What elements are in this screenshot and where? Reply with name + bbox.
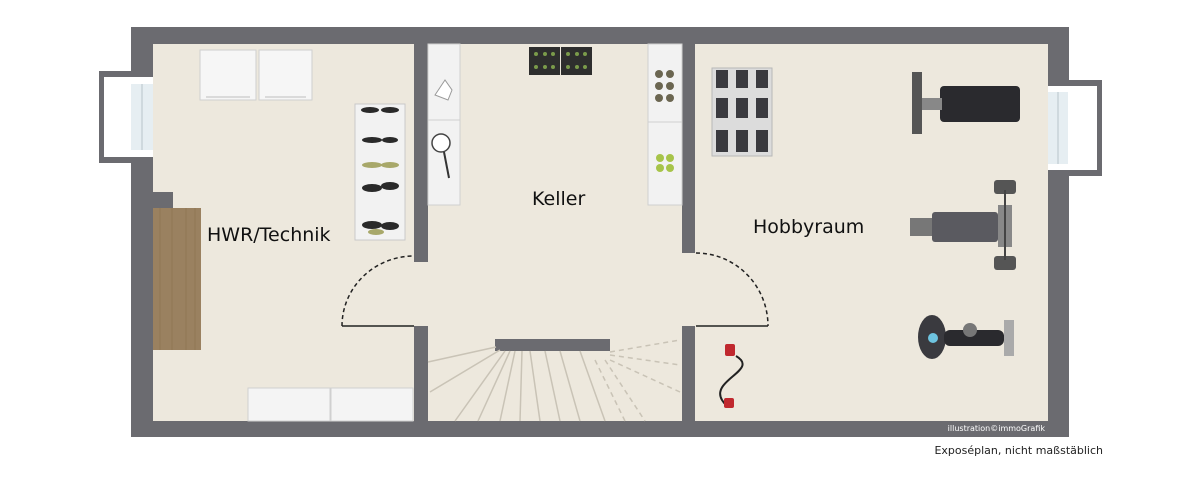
- storage-bench: [247, 387, 414, 422]
- door-opening-left: [413, 262, 429, 326]
- room-label-hwr: HWR/Technik: [207, 224, 331, 246]
- window-right: [1048, 80, 1102, 176]
- room-label-keller: Keller: [532, 188, 585, 210]
- keller-shelf-left: [427, 43, 461, 206]
- washing-machines: [199, 49, 313, 101]
- door-swing-left: [341, 255, 415, 327]
- staircase: [427, 339, 681, 422]
- bottle-crates: [529, 47, 592, 75]
- illustration-credit: illustration©immoGrafik: [948, 424, 1046, 433]
- plan-caption: Exposéplan, nicht maßstäblich: [934, 444, 1103, 457]
- keller-shelf-right: [647, 43, 683, 206]
- weight-bench-1: [912, 72, 1020, 134]
- wood-workbench: [153, 208, 201, 350]
- door-opening-right: [681, 253, 696, 326]
- tennis-racket: [431, 133, 451, 153]
- exercise-bike: [918, 315, 1014, 359]
- window-left: [99, 71, 153, 163]
- floor-keller: [428, 44, 682, 421]
- wall-notch: [153, 192, 173, 208]
- shoe-rack: [354, 103, 406, 241]
- room-label-hobby: Hobbyraum: [753, 216, 864, 238]
- resistance-band: [719, 344, 744, 408]
- door-swing-right: [695, 252, 769, 327]
- dumbbell-rack: [711, 67, 773, 157]
- weight-bench-2: [910, 180, 1016, 270]
